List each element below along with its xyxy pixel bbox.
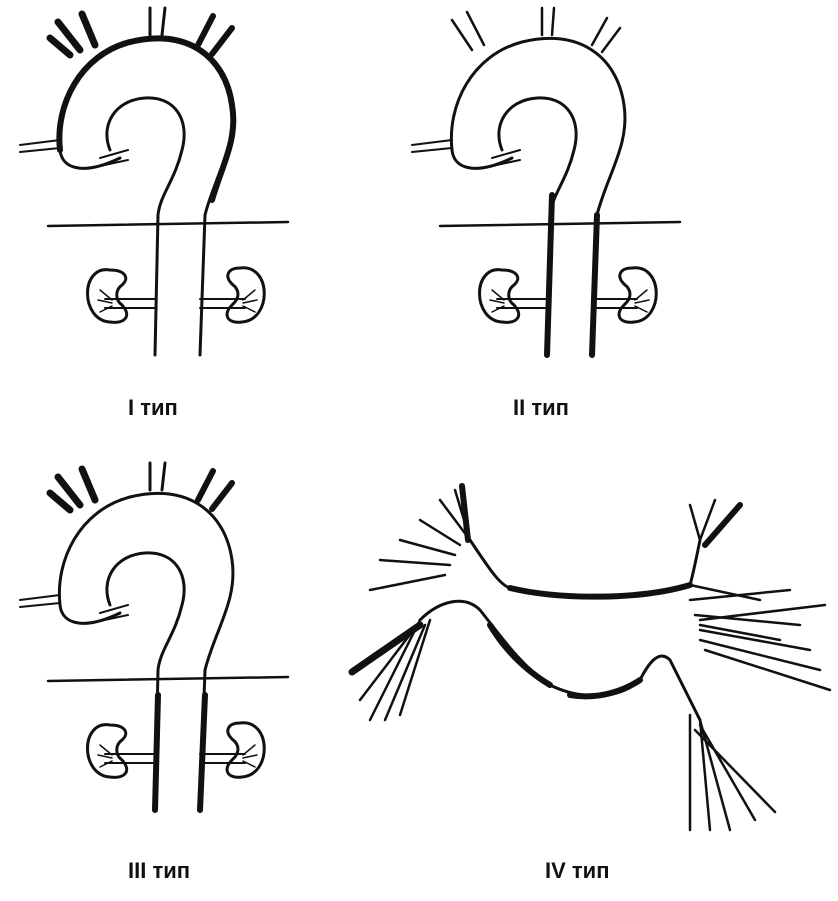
type-1-label: I тип <box>128 395 178 421</box>
type-2-label: II тип <box>513 395 569 421</box>
type-1-diagram <box>20 8 288 355</box>
type-2-diagram <box>412 8 680 355</box>
type-3-diagram <box>20 463 288 810</box>
type-3-label: III тип <box>128 858 190 884</box>
type-4-diagram <box>352 486 830 830</box>
type-4-label: IV тип <box>545 858 610 884</box>
